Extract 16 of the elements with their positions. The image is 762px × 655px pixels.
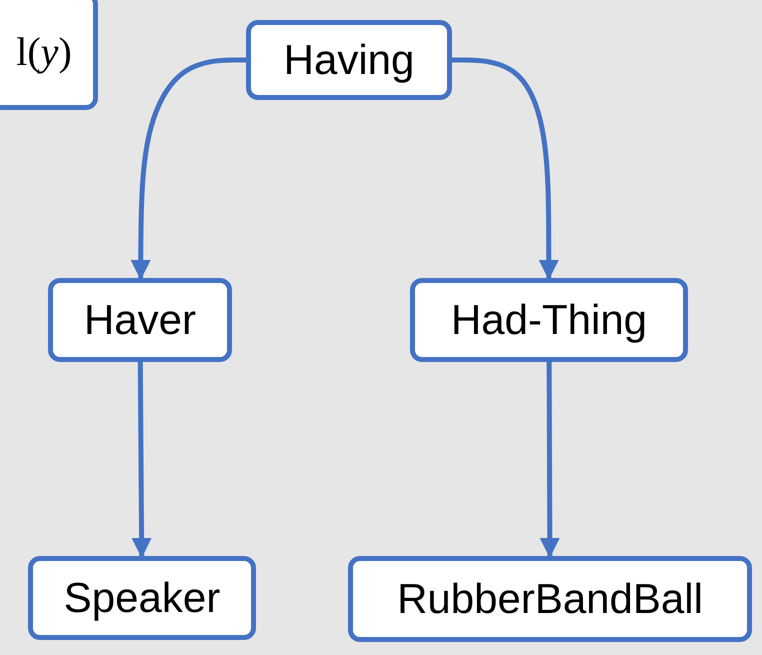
node-label: Having bbox=[284, 36, 414, 84]
node-label: Haver bbox=[84, 296, 196, 344]
node-label: RubberBandBall bbox=[397, 575, 703, 623]
formula-text: l(y) bbox=[16, 28, 72, 74]
concept-box bbox=[48, 278, 232, 362]
concept-box bbox=[410, 278, 688, 362]
arrow bbox=[132, 362, 152, 558]
node-label: Speaker bbox=[64, 574, 220, 622]
concept-box bbox=[246, 20, 452, 100]
arrow bbox=[540, 362, 560, 558]
formula-box bbox=[0, 0, 98, 110]
concept-box bbox=[28, 556, 256, 640]
arrow bbox=[452, 58, 559, 280]
arrow bbox=[130, 58, 246, 280]
node-label: Had-Thing bbox=[450, 296, 648, 344]
concept-box bbox=[348, 556, 752, 642]
